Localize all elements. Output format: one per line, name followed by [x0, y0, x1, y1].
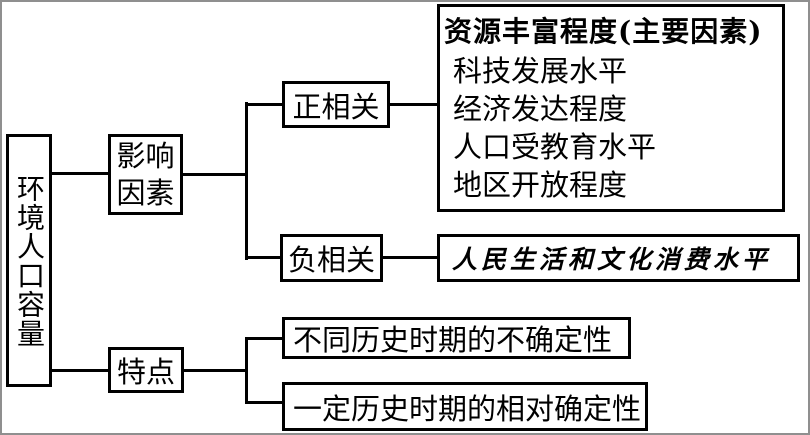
positive-relation-label: 正相关 — [292, 89, 380, 124]
connector-features-branch — [184, 369, 246, 372]
connector-to-feature-1 — [245, 337, 282, 340]
root-label: 环境人口容量 — [13, 173, 46, 348]
factors-label: 影响因素 — [116, 138, 175, 210]
connector-factors-vertical — [245, 102, 248, 260]
negative-relation-box: 负相关 — [280, 234, 383, 282]
connector-positive-target — [390, 103, 437, 106]
feature-item-label: 不同历史时期的不确定性 — [293, 323, 613, 357]
connector-factors-branch — [183, 173, 246, 176]
feature-box-2: 一定历史时期的相对确定性 — [282, 382, 648, 431]
connector-negative-target — [383, 256, 437, 259]
negative-factor-label: 人民生活和文化消费水平 — [452, 245, 772, 274]
positive-factor-item: 经济发达程度 — [453, 92, 628, 126]
connector-features-vertical — [245, 337, 248, 404]
features-box: 特点 — [108, 347, 184, 393]
features-label: 特点 — [116, 355, 175, 389]
positive-relation-box: 正相关 — [282, 81, 390, 128]
root-box: 环境人口容量 — [6, 134, 52, 387]
connector-root-factors — [52, 172, 108, 175]
positive-factor-item: 人口受教育水平 — [453, 130, 657, 164]
feature-item-label: 一定历史时期的相对确定性 — [293, 391, 642, 426]
positive-factor-item: 地区开放程度 — [453, 168, 628, 202]
factors-box: 影响因素 — [108, 134, 183, 215]
connector-to-positive — [245, 103, 282, 106]
connector-to-feature-2 — [245, 401, 282, 404]
positive-factors-title: 资源丰富程度(主要因素) — [444, 15, 763, 48]
connector-root-features — [52, 369, 108, 372]
connector-to-negative — [245, 256, 280, 259]
negative-factor-box: 人民生活和文化消费水平 — [437, 234, 800, 282]
positive-factors-box: 资源丰富程度(主要因素) 科技发展水平 经济发达程度 人口受教育水平 地区开放程… — [437, 4, 785, 212]
negative-relation-label: 负相关 — [287, 243, 375, 277]
feature-box-1: 不同历史时期的不确定性 — [282, 317, 631, 359]
positive-factor-item: 科技发展水平 — [453, 54, 628, 88]
